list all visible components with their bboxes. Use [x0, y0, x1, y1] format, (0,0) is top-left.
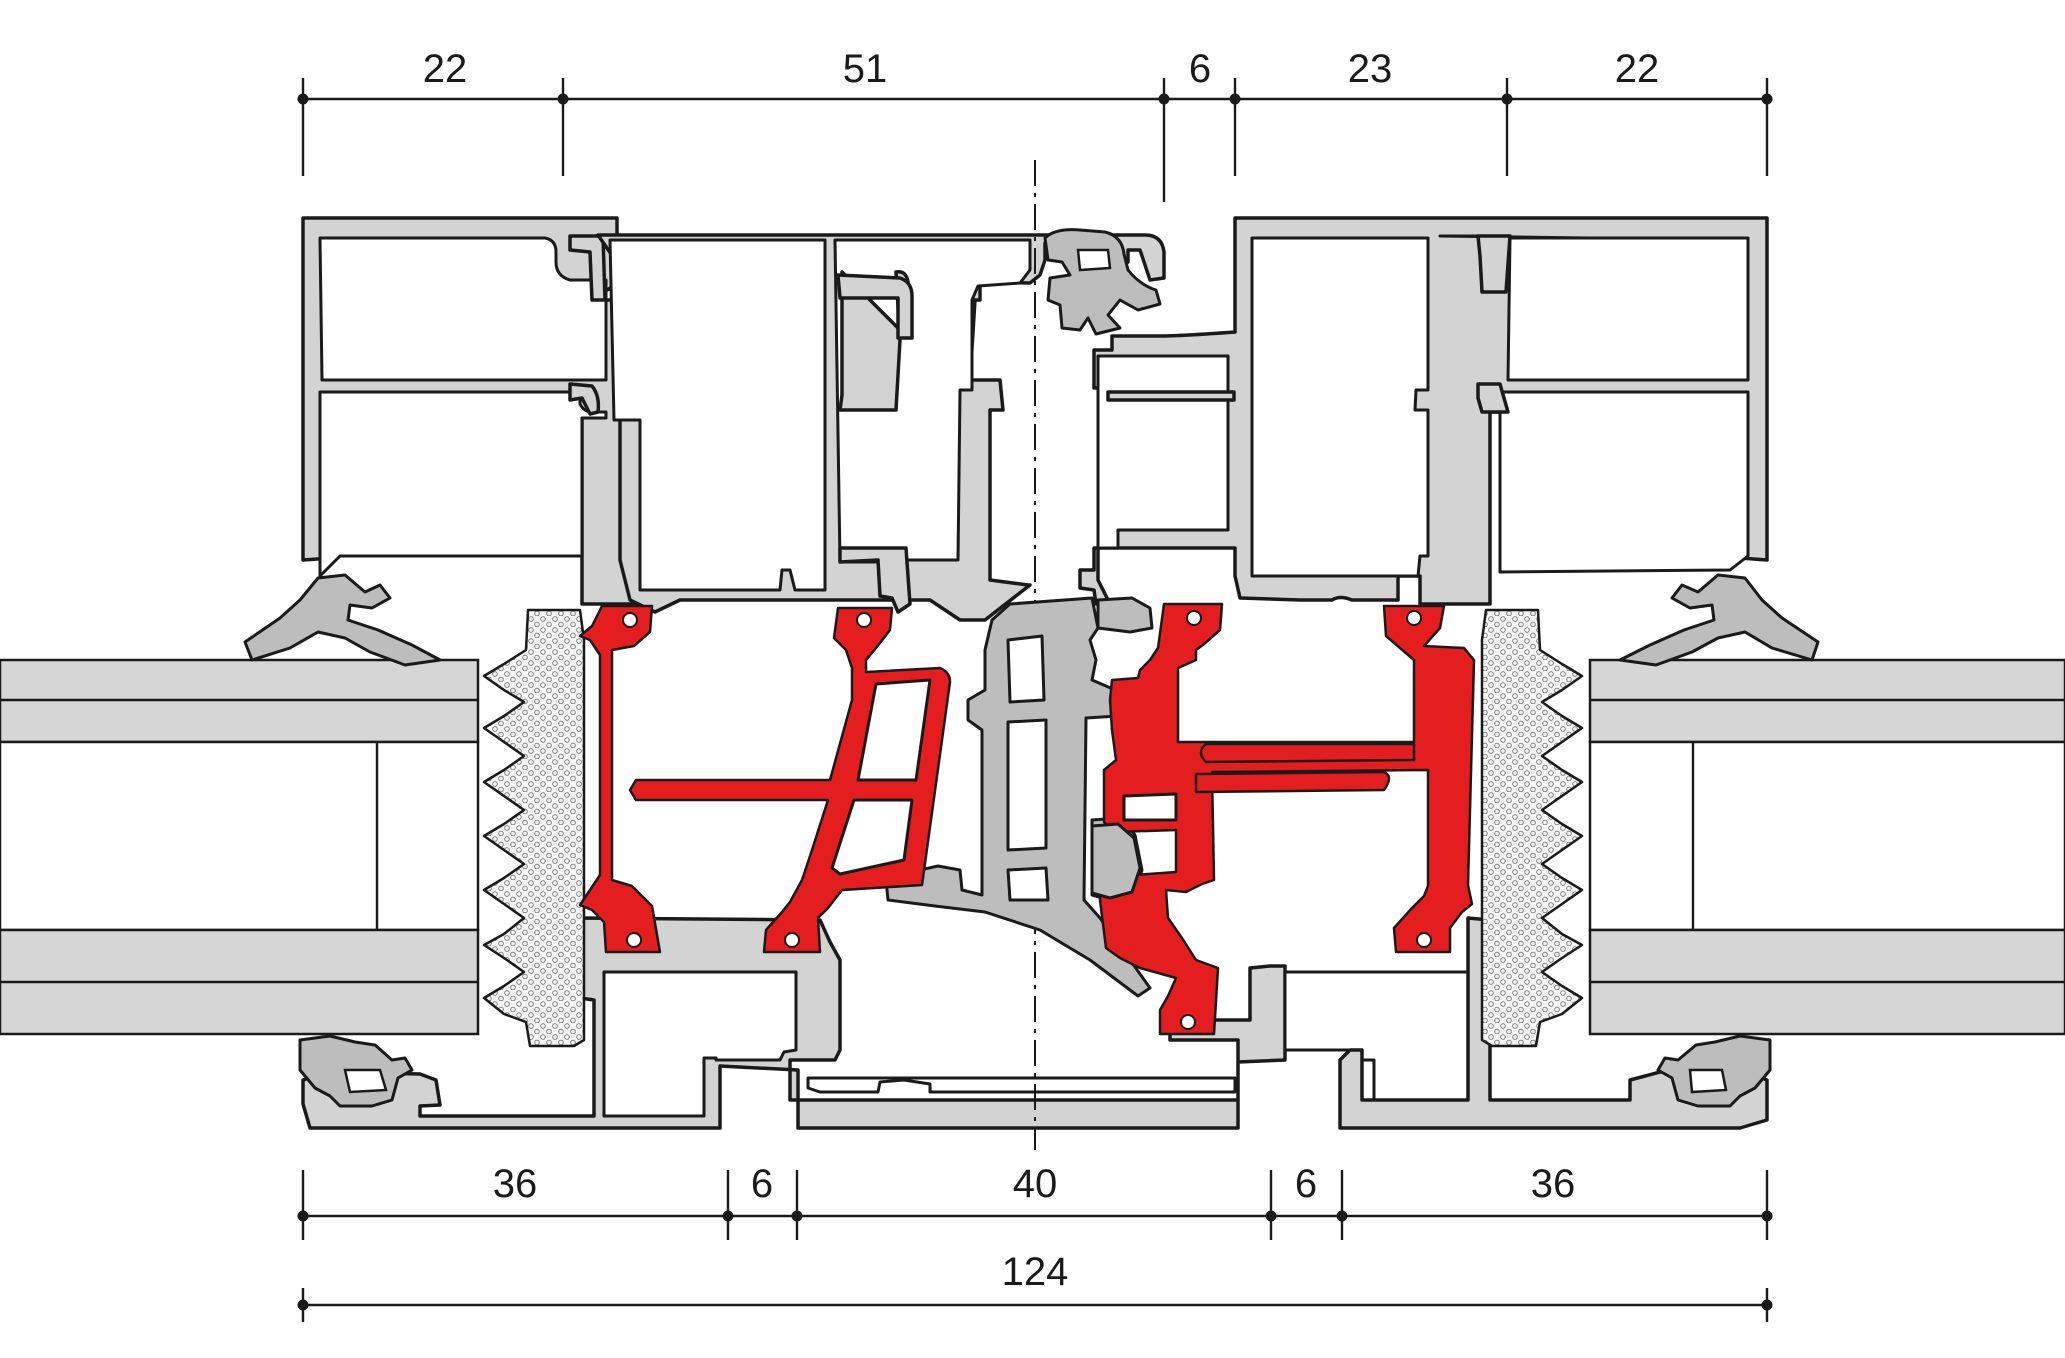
dim-bottom-2: 6 [751, 1162, 773, 1206]
left-foam-insert [482, 608, 586, 1048]
right-glazing-unit [1588, 658, 2065, 1036]
right-frame-profile [1078, 216, 1769, 606]
dim-top-4: 23 [1348, 47, 1393, 91]
dim-bottom-3: 40 [1013, 1162, 1058, 1206]
top-dimension-chain: 22 51 6 23 22 [297, 47, 1773, 202]
bottom-dimension-chain: 36 6 40 6 36 124 [297, 1162, 1773, 1322]
dim-top-5: 22 [1615, 47, 1660, 91]
left-leaf-profile [301, 216, 1166, 622]
gaskets [243, 228, 1820, 1108]
left-thermal-break [578, 604, 952, 954]
right-thermal-break [1090, 602, 1476, 1036]
dim-top-3: 6 [1189, 47, 1211, 91]
left-leaf-lower-profile [301, 916, 1474, 1130]
left-glazing-unit [0, 658, 480, 1036]
right-foam-insert [1480, 608, 1584, 1048]
dim-bottom-1: 36 [493, 1162, 538, 1206]
dim-top-1: 22 [423, 47, 468, 91]
dim-bottom-5: 36 [1531, 1162, 1576, 1206]
dim-overall: 124 [1002, 1250, 1069, 1294]
right-frame-lower-profile [1338, 916, 1769, 1130]
dim-top-2: 51 [843, 47, 888, 91]
dim-bottom-4: 6 [1295, 1162, 1317, 1206]
